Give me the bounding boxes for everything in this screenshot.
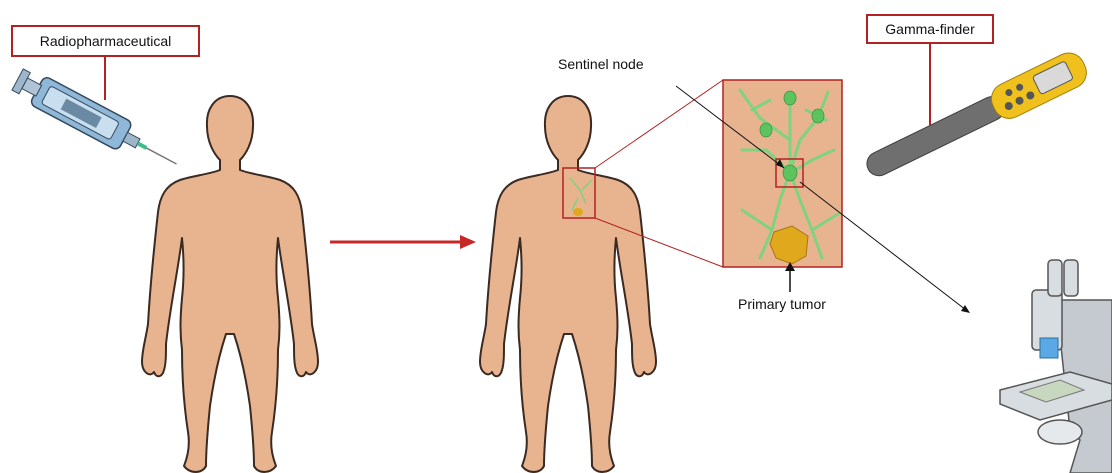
- gamma-finder-label: Gamma-finder: [866, 14, 994, 44]
- process-arrow: [330, 235, 476, 249]
- zoom-panel: [723, 80, 842, 267]
- sentinel-node-label: Sentinel node: [558, 56, 644, 72]
- human-figure-left: [142, 96, 318, 472]
- syringe-icon: [10, 65, 184, 178]
- primary-tumor-label: Primary tumor: [738, 296, 826, 312]
- microscope-icon: [1000, 260, 1112, 473]
- zoom-line-top: [595, 80, 723, 168]
- radiopharmaceutical-label: Radiopharmaceutical: [11, 25, 200, 57]
- human-figure-right: [480, 96, 656, 472]
- gamma-probe-icon: [860, 48, 1091, 186]
